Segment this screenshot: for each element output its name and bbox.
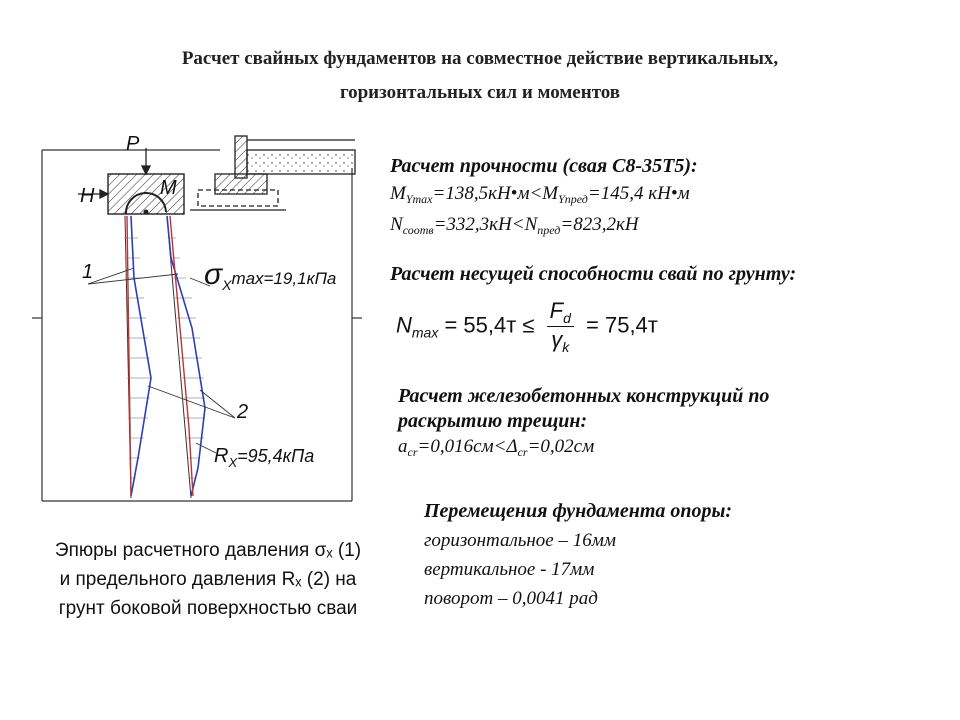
- superstructure: [190, 135, 356, 211]
- bearing-heading: Расчет несущей способности свай по грунт…: [390, 263, 797, 285]
- cracks-heading-2: раскрытию трещин:: [398, 410, 588, 432]
- sigma-value: max=19,1кПа: [231, 269, 336, 288]
- cracks-line: acr=0,016см<Δcr=0,02см: [398, 436, 769, 463]
- sigma-symbol: σ: [204, 258, 224, 291]
- n-sub-limit: пред: [537, 223, 561, 237]
- nmax-symbol: N: [396, 312, 412, 338]
- movement-horizontal: горизонтальное – 16мм: [424, 530, 616, 551]
- strength-moment-line: MYmax=138,5кН•м<MYпред=145,4 кН•м: [390, 183, 698, 210]
- m-sub: Ymax: [405, 192, 433, 206]
- delta-sub: cr: [517, 445, 528, 459]
- m-limit-value: =145,4 кН•м: [587, 183, 690, 204]
- drawing-frame: [32, 149, 362, 502]
- bearing-formula: Nmax = 55,4т ≤ Fd γk = 75,4т: [396, 298, 658, 355]
- movements-block: Перемещения фундамента опоры: горизонтал…: [424, 500, 733, 610]
- caption-line-1: Эпюры расчетного давления σₓ (1): [54, 540, 362, 561]
- a-sub: cr: [407, 445, 418, 459]
- strength-heading: Расчет прочности (свая С8-35Т5):: [390, 155, 698, 177]
- caption-line-3: грунт боковой поверхностью сваи: [58, 598, 358, 619]
- caption-line-2: и предельного давления Rₓ (2) на: [59, 569, 357, 590]
- epure-1-curve: [130, 215, 206, 497]
- fraction-denominator: γk: [547, 327, 574, 355]
- label-m: M: [160, 177, 177, 199]
- strength-force-line: Nсоотв=332,3кН<Nпред=823,2кН: [390, 214, 698, 241]
- figure-caption: Эпюры расчетного давления σₓ (1) и преде…: [18, 536, 398, 623]
- fd-sub: d: [563, 310, 571, 326]
- fraction-numerator: Fd: [546, 298, 574, 327]
- n-limit-value: =823,2кН: [560, 214, 639, 235]
- nmax-value: = 55,4т ≤: [444, 312, 535, 338]
- fd-gamma-fraction: Fd γk: [546, 298, 574, 355]
- label-p: P: [126, 133, 140, 155]
- fd-symbol: F: [549, 298, 564, 323]
- r-symbol: R: [214, 445, 228, 467]
- leader-lines: [87, 267, 236, 454]
- strength-block: Расчет прочности (свая С8-35Т5): MYmax=1…: [390, 156, 698, 241]
- force-h-arrow: [78, 188, 110, 200]
- cracks-block: Расчет железобетонных конструкций по рас…: [398, 386, 769, 463]
- m-sub-limit: Yпред: [558, 192, 588, 206]
- sigma-sub: X: [221, 277, 232, 293]
- m-symbol: M: [390, 183, 406, 204]
- r-label: RX=95,4кПа: [214, 445, 314, 470]
- sigma-label: σXmax=19,1кПа: [204, 258, 336, 293]
- r-value: =95,4кПа: [237, 446, 314, 466]
- n-sub: соотв: [402, 223, 434, 237]
- title-line-2: горизонтальных сил и моментов: [339, 82, 621, 103]
- a-symbol: a: [398, 436, 408, 457]
- movements-heading: Перемещения фундамента опоры:: [424, 500, 733, 522]
- a-value: =0,016см<Δ: [417, 436, 518, 457]
- m-value: =138,5кН•м<M: [432, 183, 559, 204]
- label-1: 1: [82, 261, 93, 283]
- slide-title: Расчет свайных фундаментов на совместное…: [60, 42, 900, 110]
- label-h: H: [80, 185, 95, 207]
- label-2: 2: [236, 401, 248, 423]
- fd-ratio-value: = 75,4т: [586, 312, 658, 338]
- force-p-arrow: [140, 148, 152, 176]
- epure-2-curve: [126, 215, 194, 497]
- n-value: =332,3кН<N: [433, 214, 538, 235]
- gamma-sub: k: [562, 339, 570, 355]
- movement-rotation: поворот – 0,0041 рад: [424, 588, 598, 609]
- pile-pressure-drawing: P H M: [32, 133, 362, 502]
- n-symbol: N: [390, 214, 403, 235]
- r-sub: X: [227, 455, 238, 470]
- delta-value: =0,02см: [527, 436, 595, 457]
- moment-m-arc: [124, 191, 167, 215]
- nmax-sub: max: [411, 324, 439, 341]
- pressure-diagram-1: [124, 237, 205, 479]
- gamma-symbol: γ: [551, 327, 563, 352]
- cracks-heading-1: Расчет железобетонных конструкций по: [398, 385, 770, 407]
- movement-vertical: вертикальное - 17мм: [424, 559, 595, 580]
- title-line-1: Расчет свайных фундаментов на совместное…: [181, 48, 779, 69]
